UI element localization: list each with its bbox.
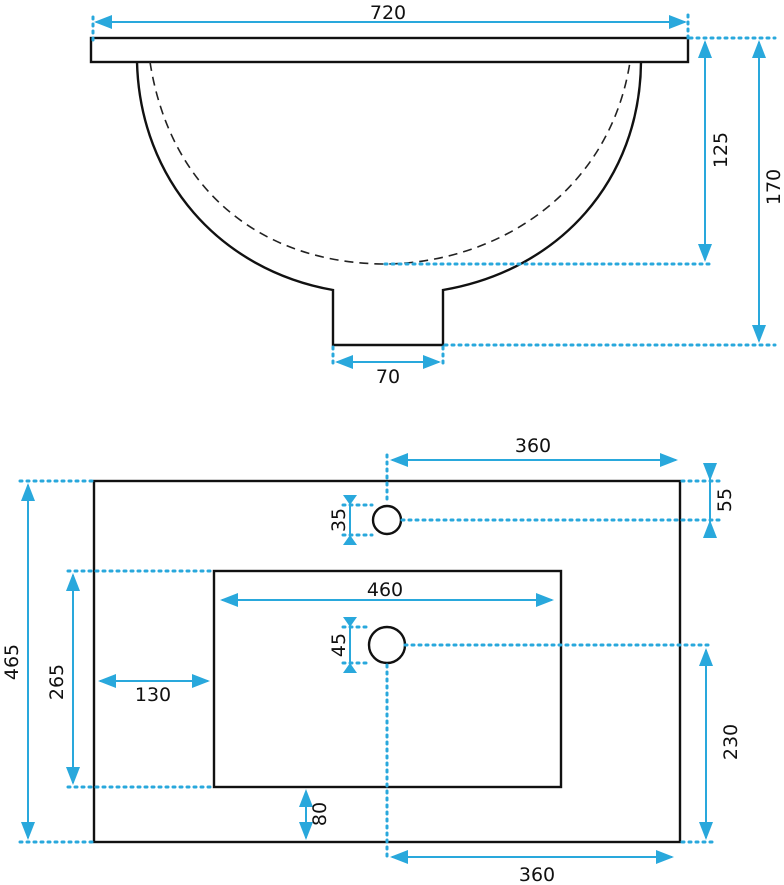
dimension-drain-offset-360: 360 bbox=[390, 850, 674, 885]
dimension-bowl-width-460: 460 bbox=[220, 579, 554, 607]
dimension-total-depth-465: 465 bbox=[1, 483, 35, 840]
dimension-tap-offset-360: 360 bbox=[390, 435, 678, 467]
dimension-bowl-left-offset-130: 130 bbox=[98, 674, 210, 706]
dimension-total-height-170: 170 bbox=[752, 40, 784, 343]
dimension-label-width: 720 bbox=[370, 2, 406, 24]
dimension-drain-width-70: 70 bbox=[335, 355, 441, 388]
side-view: 720 125 170 70 bbox=[89, 2, 784, 388]
dimension-tap-hole-35: 35 bbox=[328, 495, 357, 545]
top-view: 360 55 35 465 265 bbox=[1, 435, 742, 885]
dimension-inner-depth-125: 125 bbox=[698, 40, 732, 262]
dimension-label-tap-from-back: 55 bbox=[714, 488, 736, 512]
dimension-width-720: 720 bbox=[94, 2, 687, 29]
dimension-label-total-depth: 465 bbox=[1, 644, 23, 680]
drain-hole bbox=[367, 625, 407, 665]
dimension-label-drain-width: 70 bbox=[376, 366, 400, 388]
dimension-label-tap-offset: 360 bbox=[515, 435, 551, 457]
dimension-label-tap-hole: 35 bbox=[328, 508, 350, 532]
dimension-bowl-depth-265: 265 bbox=[46, 573, 80, 785]
dimension-label-bowl-depth: 265 bbox=[46, 664, 68, 700]
dimension-label-inner-depth: 125 bbox=[710, 132, 732, 168]
tap-hole bbox=[371, 504, 403, 536]
dimension-bowl-front-offset-80: 80 bbox=[299, 789, 331, 840]
dimension-drain-from-front-230: 230 bbox=[699, 648, 742, 840]
dimension-label-bowl-left-offset: 130 bbox=[135, 684, 171, 706]
dimension-label-bowl-width: 460 bbox=[367, 579, 403, 601]
dimension-label-drain-offset: 360 bbox=[519, 864, 555, 885]
dimension-drain-hole-45: 45 bbox=[328, 617, 357, 673]
basin-inner-hidden-line bbox=[149, 61, 631, 265]
dimension-label-drain-from-front: 230 bbox=[720, 724, 742, 760]
basin-outer-profile bbox=[135, 61, 643, 347]
dimension-label-total-height: 170 bbox=[763, 169, 784, 205]
countertop-rim bbox=[89, 36, 690, 64]
dimension-label-bowl-front-offset: 80 bbox=[309, 802, 331, 826]
dimension-tap-from-back-55: 55 bbox=[703, 463, 736, 538]
dimension-label-drain-hole: 45 bbox=[328, 633, 350, 657]
